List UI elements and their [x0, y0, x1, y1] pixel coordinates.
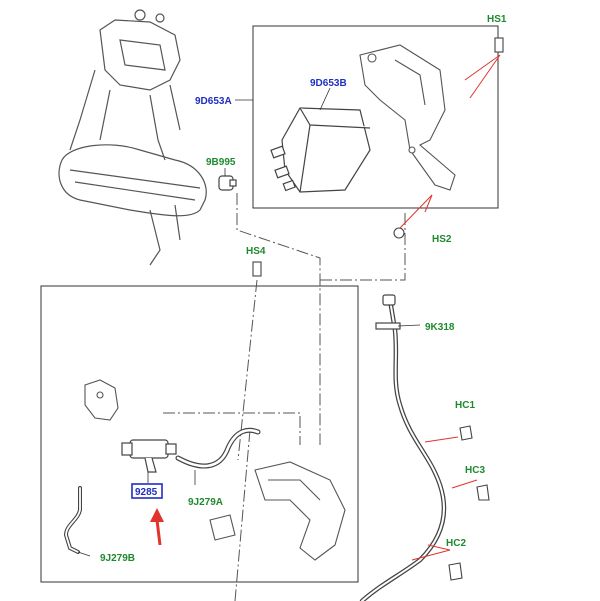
label-hs4: HS4 [246, 246, 266, 257]
fastener-parts [252, 37, 504, 277]
highlight-box-9285 [131, 483, 163, 499]
label-9j279a: 9J279A [188, 497, 223, 508]
vehicle-overview-illustration [58, 9, 207, 266]
purge-valve-group-box [40, 285, 359, 583]
purge-connector-part [218, 175, 237, 191]
label-hc2: HC2 [446, 538, 466, 549]
fuel-line-clip [375, 294, 401, 330]
callout-leaders [399, 54, 501, 561]
label-9j279b: 9J279B [100, 553, 135, 564]
fuel-line-part [359, 297, 447, 601]
charcoal-canister-part [270, 107, 371, 193]
label-9285: 9285 [135, 487, 158, 498]
label-hc1: HC1 [455, 400, 475, 411]
highlight-arrow [150, 508, 164, 546]
label-9b995: 9B995 [206, 157, 236, 168]
connection-lines [163, 193, 406, 601]
label-leaders [77, 87, 421, 557]
label-hs2: HS2 [432, 234, 452, 245]
hose-support-bracket-part [209, 461, 346, 561]
label-hc3: HC3 [465, 465, 485, 476]
label-hs1: HS1 [487, 14, 507, 25]
canister-group-box [252, 25, 499, 209]
valve-mount-bracket-part [84, 379, 119, 421]
canister-bracket-part [359, 44, 456, 191]
hose-clip-parts [448, 425, 490, 581]
label-9d653b: 9D653B [310, 78, 347, 89]
label-9d653a: 9D653A [195, 96, 232, 107]
label-9k318: 9K318 [425, 322, 455, 333]
purge-valve-part [121, 439, 177, 473]
